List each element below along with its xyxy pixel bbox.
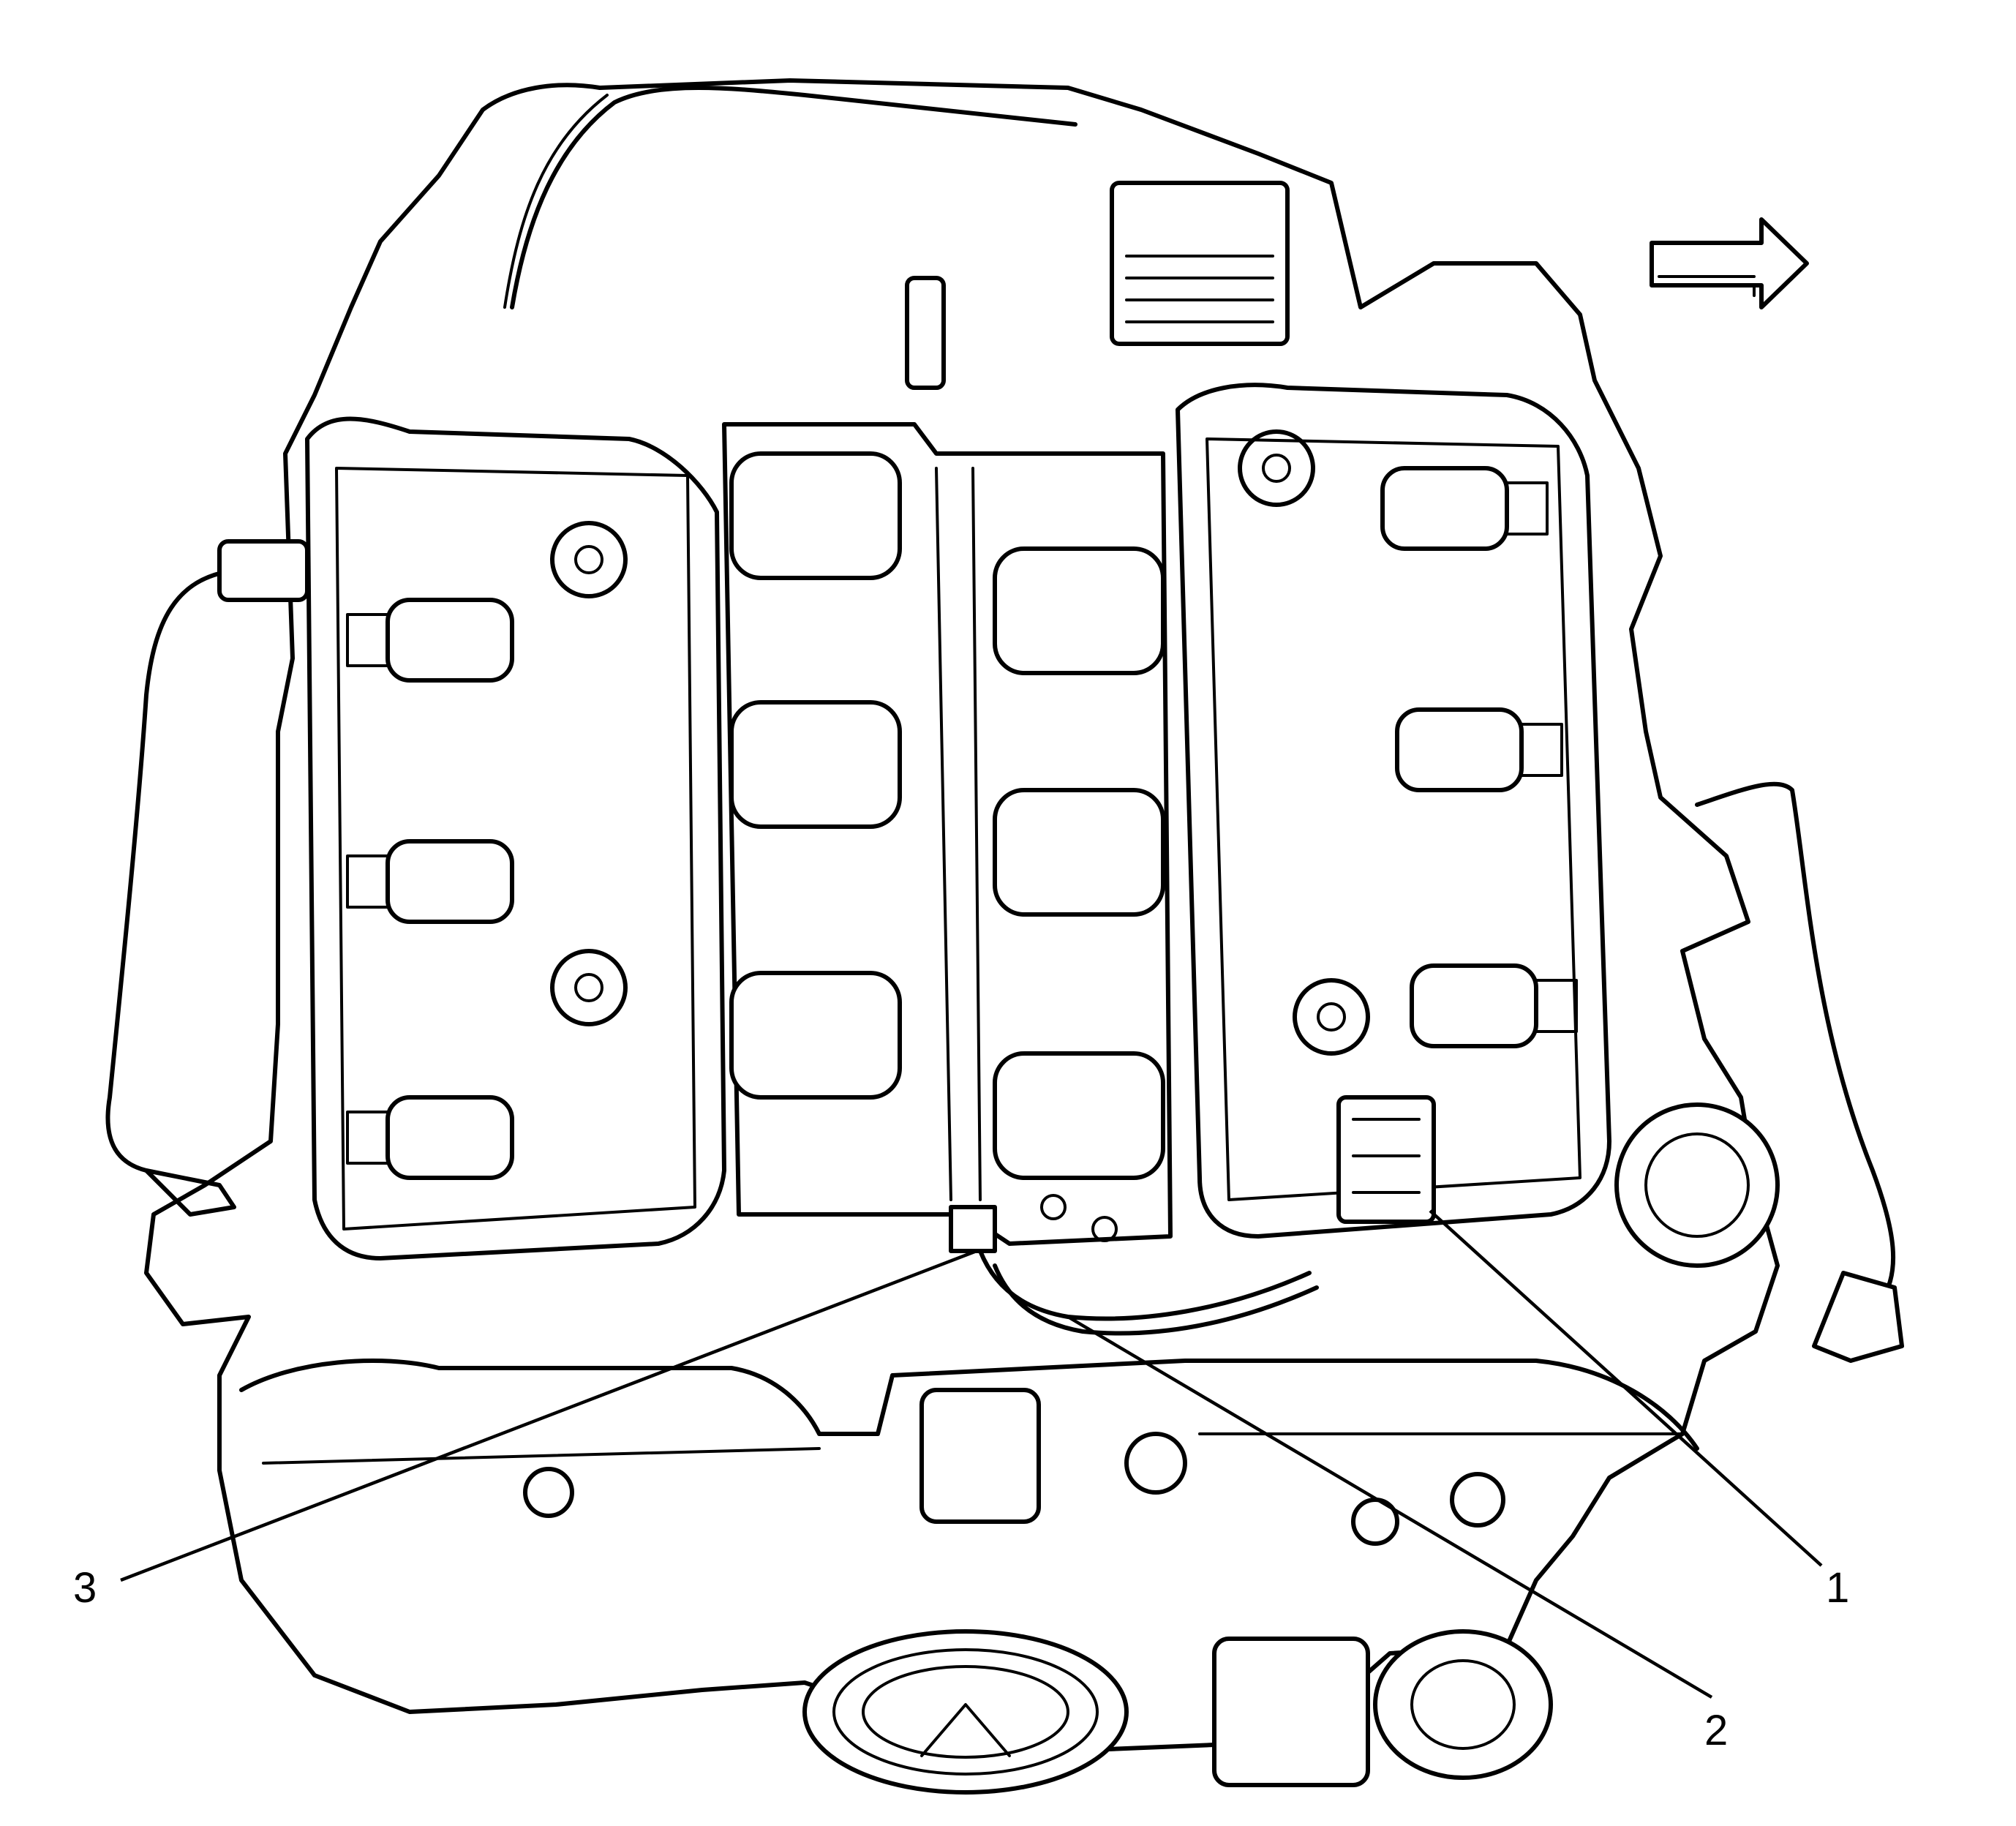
callout-label-2: 2 [1704, 1707, 1728, 1754]
right-oxygen-sensor-harness [1695, 781, 1904, 1363]
leader-line-1 [1429, 1209, 1823, 1567]
left-valve-cover [305, 416, 726, 1260]
front-cover [239, 1359, 1699, 1546]
left-ignition-coils [346, 598, 514, 1180]
leader-lines [120, 1209, 1823, 1699]
direction-arrow-icon [1650, 217, 1809, 309]
callout-label-1: 1 [1826, 1564, 1849, 1612]
crankshaft-balancer [802, 1629, 1129, 1795]
oil-fill-cap [1614, 1102, 1780, 1268]
leader-line-2 [1067, 1315, 1713, 1699]
intake-manifold [722, 422, 1173, 1246]
lower-wiring-harness [949, 1205, 1319, 1336]
right-ignition-coils [1380, 466, 1578, 1048]
left-oxygen-sensor-harness [105, 539, 309, 1217]
right-valve-cover [1176, 383, 1611, 1239]
harness-connector [1336, 1095, 1436, 1224]
belt-tensioner-pulley [1212, 1629, 1553, 1787]
leader-line-3 [120, 1249, 977, 1582]
callout-label-3: 3 [73, 1564, 97, 1612]
upper-wiring-harness [503, 86, 1290, 390]
